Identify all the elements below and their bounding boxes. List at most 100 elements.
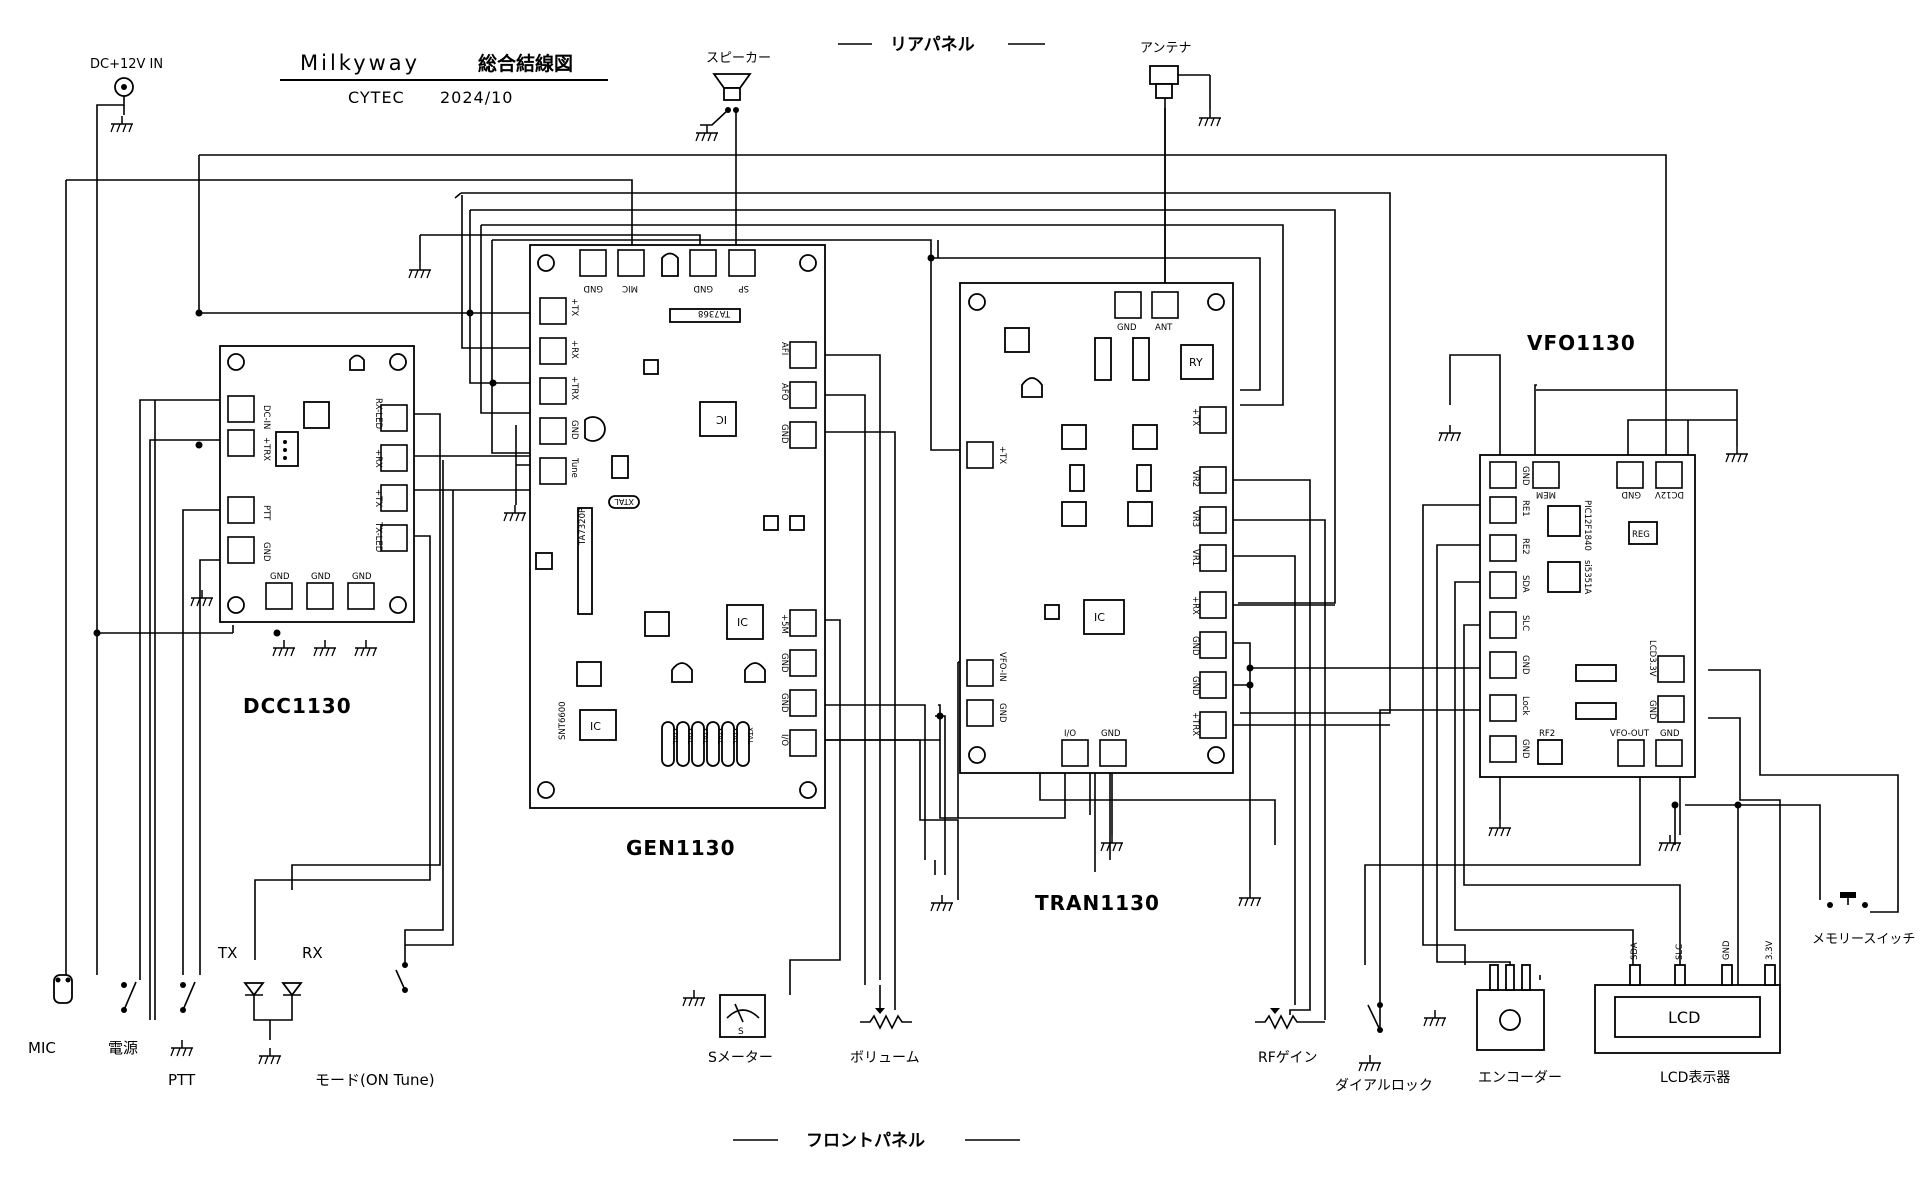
gen-gnd-a-label: GND bbox=[583, 283, 603, 293]
lcd-pin-slc: SLC bbox=[1675, 944, 1685, 960]
tran-trx-label: +TRX bbox=[1190, 712, 1200, 736]
rx-led-label: RX bbox=[302, 944, 323, 962]
vfo-re1-label: RE1 bbox=[1520, 500, 1530, 517]
gen-snt-label: SNT6600 bbox=[558, 701, 568, 740]
front-panel-label: フロントパネル bbox=[733, 1131, 1020, 1151]
vfo-lcd33-pin bbox=[1657, 655, 1685, 683]
gen-xtal-d: XTAL bbox=[716, 727, 724, 744]
tran-trx-pin bbox=[1199, 711, 1227, 739]
gen-gnd-a-pin bbox=[579, 249, 607, 277]
rf-gain-label: RFゲイン bbox=[1258, 1050, 1318, 1066]
rx-led-icon bbox=[281, 982, 303, 997]
vfo-slc-pin bbox=[1489, 611, 1517, 639]
tran1130-label: TRAN1130 bbox=[1035, 891, 1160, 915]
dcc-gnd3-label: GND bbox=[352, 572, 372, 582]
tran-gnd-r1-label: GND bbox=[1190, 636, 1200, 656]
vfo-gnd-b-label: GND bbox=[1660, 729, 1680, 739]
gen-afi-label: AFI bbox=[779, 342, 789, 355]
gen-xtal-b: XTAL bbox=[686, 727, 694, 744]
dcc-rx-label: +RX bbox=[373, 449, 383, 468]
memory-switch-icon: メモリースイッチ bbox=[1812, 892, 1915, 947]
tran-gnd-r2-label: GND bbox=[1190, 676, 1200, 696]
date-label: 2024/10 bbox=[440, 88, 513, 107]
wires bbox=[65, 85, 1899, 1030]
dcc-trx-label: +TRX bbox=[261, 437, 271, 461]
gen-gnd-l-label: GND bbox=[569, 420, 579, 440]
gen-ic3: IC bbox=[590, 720, 601, 733]
gen-xtal-array: XTAL XTAL XTAL XTAL XTAL XTAL bbox=[661, 721, 754, 767]
gen-rx-label: +RX bbox=[569, 340, 579, 359]
rear-panel-text: リアパネル bbox=[890, 35, 975, 55]
lcd-pin-sda: SDA bbox=[1630, 942, 1640, 960]
junction-dots bbox=[93, 107, 1742, 809]
tran-vr2-label: VR2 bbox=[1190, 470, 1200, 487]
tran-tx-r-pin bbox=[1199, 406, 1227, 434]
dcc-tx-led-label: TX-LED bbox=[373, 521, 383, 553]
vfo-dc12v-pin bbox=[1655, 461, 1683, 489]
gen-xtal-e: XTAL bbox=[731, 727, 739, 744]
tran-tx-in-pin bbox=[966, 441, 994, 469]
tran-gnd-r2-pin bbox=[1199, 671, 1227, 699]
lcd-screen-label: LCD bbox=[1668, 1008, 1700, 1027]
tran-io-pin bbox=[1061, 739, 1089, 767]
gen-xtal-c: XTAL bbox=[701, 727, 709, 744]
gen-gnd-b-label: GND bbox=[693, 283, 713, 293]
gen-5m-label: +5M bbox=[779, 614, 789, 634]
dcc-tx-label: +TX bbox=[373, 489, 383, 507]
gen-trx-pin bbox=[539, 377, 567, 405]
tran-gnd-l-pin bbox=[966, 699, 994, 727]
dcc-gnd3-pin bbox=[347, 582, 375, 610]
gen-tx-label: +TX bbox=[569, 298, 579, 316]
dcc-gnd2-pin bbox=[306, 582, 334, 610]
s-meter-label: Sメーター bbox=[708, 1050, 773, 1066]
tran-rx-pin bbox=[1199, 591, 1227, 619]
gen-gnd-b-pin bbox=[689, 249, 717, 277]
dcc1130-label: DCC1130 bbox=[243, 694, 352, 718]
gen-gnd-r2-label: GND bbox=[779, 653, 789, 673]
vfo-re2-pin bbox=[1489, 534, 1517, 562]
tran-ic: IC bbox=[1094, 611, 1105, 624]
mode-switch-icon: モード(ON Tune) bbox=[315, 962, 435, 1089]
gen-xtal-a: XTAL bbox=[671, 727, 679, 744]
tran-gnd-label: GND bbox=[1117, 323, 1137, 333]
gen-gnd-r3-pin bbox=[789, 689, 817, 717]
memory-switch-label: メモリースイッチ bbox=[1812, 932, 1915, 947]
gen-5m-pin bbox=[789, 609, 817, 637]
dc-jack: DC+12V IN bbox=[90, 57, 163, 97]
vfo-ic1-label: PIC12F1840 bbox=[1582, 500, 1592, 551]
vfo-ic2-label: si5351A bbox=[1582, 560, 1592, 594]
gen-afo-label: AFO bbox=[779, 383, 789, 401]
mic-connector-icon: MIC bbox=[28, 974, 73, 1057]
gen1130-board: GND MIC GND SP TA7368 +TX +RX +TRX GND T… bbox=[529, 244, 826, 860]
vfo-sda-label: SDA bbox=[1520, 575, 1530, 593]
gen-io-label: I/O bbox=[779, 734, 789, 746]
dial-lock-label: ダイアルロック bbox=[1335, 1078, 1433, 1094]
front-panel-text: フロントパネル bbox=[806, 1131, 925, 1151]
vfo-gnd-l2-label: GND bbox=[1520, 739, 1530, 759]
mic-label: MIC bbox=[28, 1039, 56, 1057]
vfo-gnd-t-label: GND bbox=[1520, 466, 1530, 486]
gen-sp-label: SP bbox=[738, 283, 749, 293]
speaker-icon: スピーカー bbox=[706, 51, 771, 101]
vfo-mem-label: MEM bbox=[1536, 489, 1556, 499]
dcc-gnd1-label: GND bbox=[270, 572, 290, 582]
gen-trx-label: +TRX bbox=[569, 376, 579, 400]
gen-mic-pin bbox=[617, 249, 645, 277]
vfo-re1-pin bbox=[1489, 496, 1517, 524]
tran-gnd-l-label: GND bbox=[997, 703, 1007, 723]
dcc-ptt-label: PTT bbox=[261, 505, 271, 521]
title-block: Milkyway 総合結線図 CYTEC 2024/10 bbox=[280, 51, 608, 107]
gen-afo-pin bbox=[789, 381, 817, 409]
tran-vr1-label: VR1 bbox=[1190, 549, 1200, 566]
tran-tx-in-label: +TX bbox=[997, 446, 1007, 464]
tran-vfo-in-label: VFO-IN bbox=[997, 652, 1007, 682]
vfo-dc12v-label: DC12V bbox=[1655, 489, 1684, 499]
vfo-lock-label: Lock bbox=[1520, 696, 1530, 715]
gen-xtal-1: XTAL bbox=[614, 497, 634, 506]
power-label: 電源 bbox=[108, 1039, 138, 1057]
gen-ic2-label: TA7320P bbox=[578, 508, 588, 546]
gen-tune-label: Tune bbox=[569, 457, 579, 478]
gen-io-pin bbox=[789, 729, 817, 757]
volume-pot-icon: ボリューム bbox=[850, 985, 920, 1066]
